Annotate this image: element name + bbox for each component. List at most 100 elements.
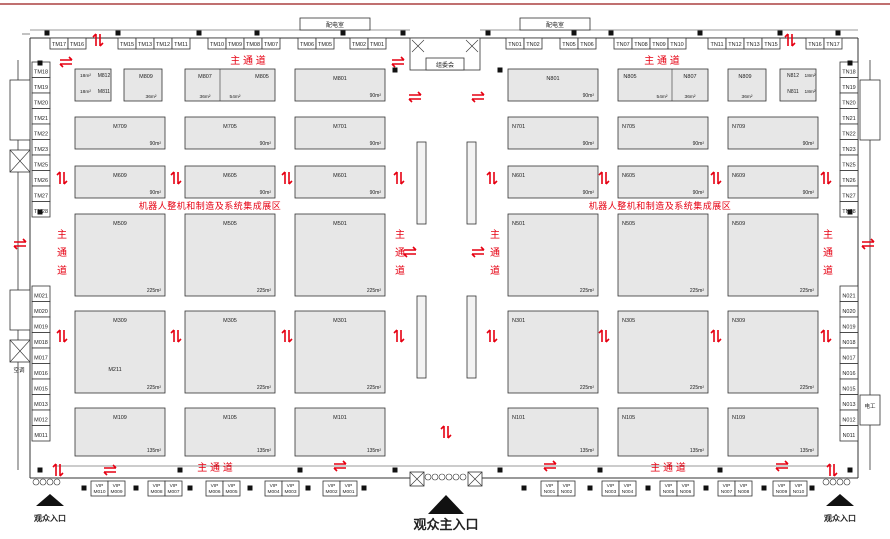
booth — [74, 213, 166, 297]
booth — [74, 310, 166, 394]
booth-area: 36m² — [146, 94, 157, 100]
booth — [184, 407, 276, 457]
side-booth-label: N021 — [842, 294, 855, 300]
vip-label: VIP — [682, 483, 690, 489]
vip-label: VIP — [546, 483, 554, 489]
pillar — [761, 485, 767, 491]
booth-area: 54m² — [230, 94, 241, 100]
electrician-label: 电工 — [864, 402, 876, 410]
booth-area: 225m² — [690, 385, 705, 391]
main-passage-label: 主 通 道 — [644, 54, 680, 67]
turnstile-icon — [438, 473, 446, 481]
pillar — [608, 30, 614, 36]
central-column — [416, 295, 427, 379]
turnstile-icon — [822, 478, 830, 486]
side-booth-label: M011 — [34, 433, 47, 439]
small-booth-label: TN06 — [580, 42, 593, 48]
small-booth — [667, 37, 687, 50]
booth-id: M109 — [113, 415, 127, 421]
vip-label: VIP — [287, 483, 295, 489]
booth-area: 18m² — [805, 89, 816, 95]
booth — [507, 116, 599, 150]
booth — [617, 213, 709, 297]
pillar — [187, 485, 193, 491]
booth — [74, 68, 112, 102]
small-booth-label: TM07 — [264, 42, 278, 48]
vip-label: VIP — [113, 483, 121, 489]
pillar — [497, 467, 503, 473]
side-booth-label: N013 — [842, 402, 855, 408]
main-passage-label: 主 通 道 — [197, 461, 233, 474]
booth-id: M105 — [223, 415, 237, 421]
pillar — [645, 485, 651, 491]
side-booth-label: TM19 — [34, 85, 48, 91]
flow-arrow-icon — [820, 329, 825, 342]
booth-area: 90m² — [803, 141, 815, 147]
booth-area: 18m² — [805, 73, 816, 79]
side-booth-label: N015 — [842, 387, 855, 393]
main-passage-label: 道 — [395, 264, 405, 277]
booth-id: M805 — [255, 74, 269, 80]
flow-arrow-icon — [281, 329, 286, 342]
side-booth-label: M018 — [34, 340, 48, 346]
flow-arrow-icon — [170, 329, 175, 342]
flow-arrow-icon — [333, 467, 346, 472]
booth — [617, 116, 709, 150]
gate-icon — [467, 471, 483, 487]
pillar — [597, 467, 603, 473]
pillar — [697, 30, 703, 36]
entrance-right-icon — [826, 494, 854, 506]
flow-arrow-icon — [598, 171, 603, 184]
zone-title: 机器人整机和制造及系统集成展区 — [139, 200, 282, 211]
flow-arrow-icon — [400, 330, 405, 343]
small-booth-label: TN17 — [826, 42, 839, 48]
small-booth-label: TN09 — [652, 42, 665, 48]
flow-arrow-icon — [827, 172, 832, 185]
booth-area: 135m² — [800, 448, 815, 454]
flow-arrow-icon — [409, 91, 422, 96]
vip-booth — [164, 480, 183, 497]
booth-area: 90m² — [693, 190, 705, 196]
booth — [617, 310, 709, 394]
flow-arrow-icon — [103, 471, 116, 476]
booth — [617, 68, 709, 102]
flow-arrow-icon — [403, 253, 416, 258]
pillar — [392, 467, 398, 473]
aux-room — [9, 79, 31, 141]
booth-id: M301 — [333, 318, 347, 324]
side-booth-label: TM25 — [34, 163, 48, 169]
stair-icon — [9, 149, 31, 173]
booth-area: 90m² — [583, 141, 595, 147]
main-passage-label: 通 — [823, 247, 833, 259]
vip-booth — [557, 480, 576, 497]
flow-arrow-icon — [60, 56, 73, 61]
side-booth — [839, 425, 859, 442]
small-booth-label: TN16 — [808, 42, 821, 48]
turnstile-icon — [452, 473, 460, 481]
side-booth-label: N016 — [842, 371, 855, 377]
small-booth-label: TM10 — [210, 42, 224, 48]
vip-booth-id: N007 — [721, 489, 733, 495]
power-room-right — [519, 17, 591, 31]
booth — [507, 68, 599, 102]
vip-label: VIP — [96, 483, 104, 489]
flow-arrow-icon — [288, 172, 293, 185]
booth-id: N809 — [738, 74, 751, 80]
main-passage-label: 道 — [490, 264, 500, 277]
booth-area: 36m² — [685, 94, 696, 100]
booth-area: 225m² — [580, 288, 595, 294]
vip-booth-id: N002 — [561, 489, 573, 495]
booth — [727, 407, 819, 457]
main-passage-label: 道 — [57, 264, 67, 277]
vip-booth-id: N006 — [680, 489, 692, 495]
vip-label: VIP — [270, 483, 278, 489]
booth-id: N701 — [512, 124, 525, 130]
booth — [123, 68, 163, 102]
vip-booth — [618, 480, 637, 497]
booth-id: M705 — [223, 124, 237, 130]
turnstile-icon — [53, 478, 61, 486]
flow-arrow-icon — [486, 171, 491, 184]
small-booth-label: TM06 — [300, 42, 314, 48]
main-passage-label: 主 通 道 — [230, 54, 266, 67]
booth-id: M601 — [333, 173, 347, 179]
